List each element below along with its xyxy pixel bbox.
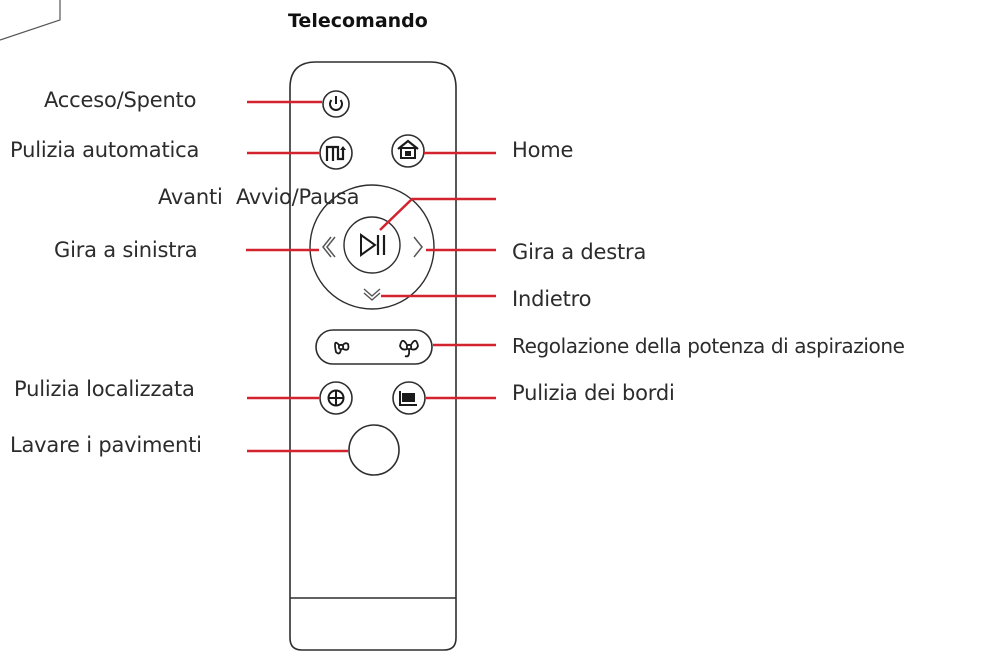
label-turn-right: Gira a destra (512, 240, 647, 264)
mop-button[interactable] (348, 424, 400, 476)
diagram-title: Telecomando (288, 10, 428, 32)
chevron-left-icon[interactable] (322, 236, 336, 258)
suction-button[interactable] (315, 329, 433, 365)
chevron-down-icon[interactable] (363, 288, 381, 301)
label-mop: Lavare i pavimenti (10, 433, 202, 457)
label-suction: Regolazione della potenza di aspirazione (512, 334, 905, 358)
power-icon[interactable] (322, 90, 350, 118)
auto-clean-icon[interactable] (319, 136, 353, 170)
home-icon[interactable] (391, 134, 425, 168)
spot-clean-icon[interactable] (319, 381, 353, 415)
chevron-right-icon[interactable] (413, 236, 423, 258)
label-back: Indietro (512, 287, 592, 311)
label-auto-clean: Pulizia automatica (10, 138, 200, 162)
leader-lines (246, 100, 496, 453)
play-pause-icon[interactable] (343, 216, 401, 274)
edge-clean-icon[interactable] (392, 381, 426, 415)
remote-body (289, 61, 457, 651)
label-home: Home (512, 138, 574, 162)
label-turn-left: Gira a sinistra (54, 238, 198, 262)
leader-play-pause (379, 197, 496, 231)
label-edge-clean: Pulizia dei bordi (512, 381, 675, 405)
fan-high-icon[interactable] (399, 339, 419, 358)
label-forward: Avanti (158, 185, 223, 209)
corner-decoration (0, 0, 61, 41)
label-play-pause: Avvio/Pausa (236, 185, 360, 209)
fan-low-icon[interactable] (334, 341, 350, 355)
label-spot-clean: Pulizia localizzata (14, 377, 195, 401)
label-power: Acceso/Spento (44, 88, 197, 112)
